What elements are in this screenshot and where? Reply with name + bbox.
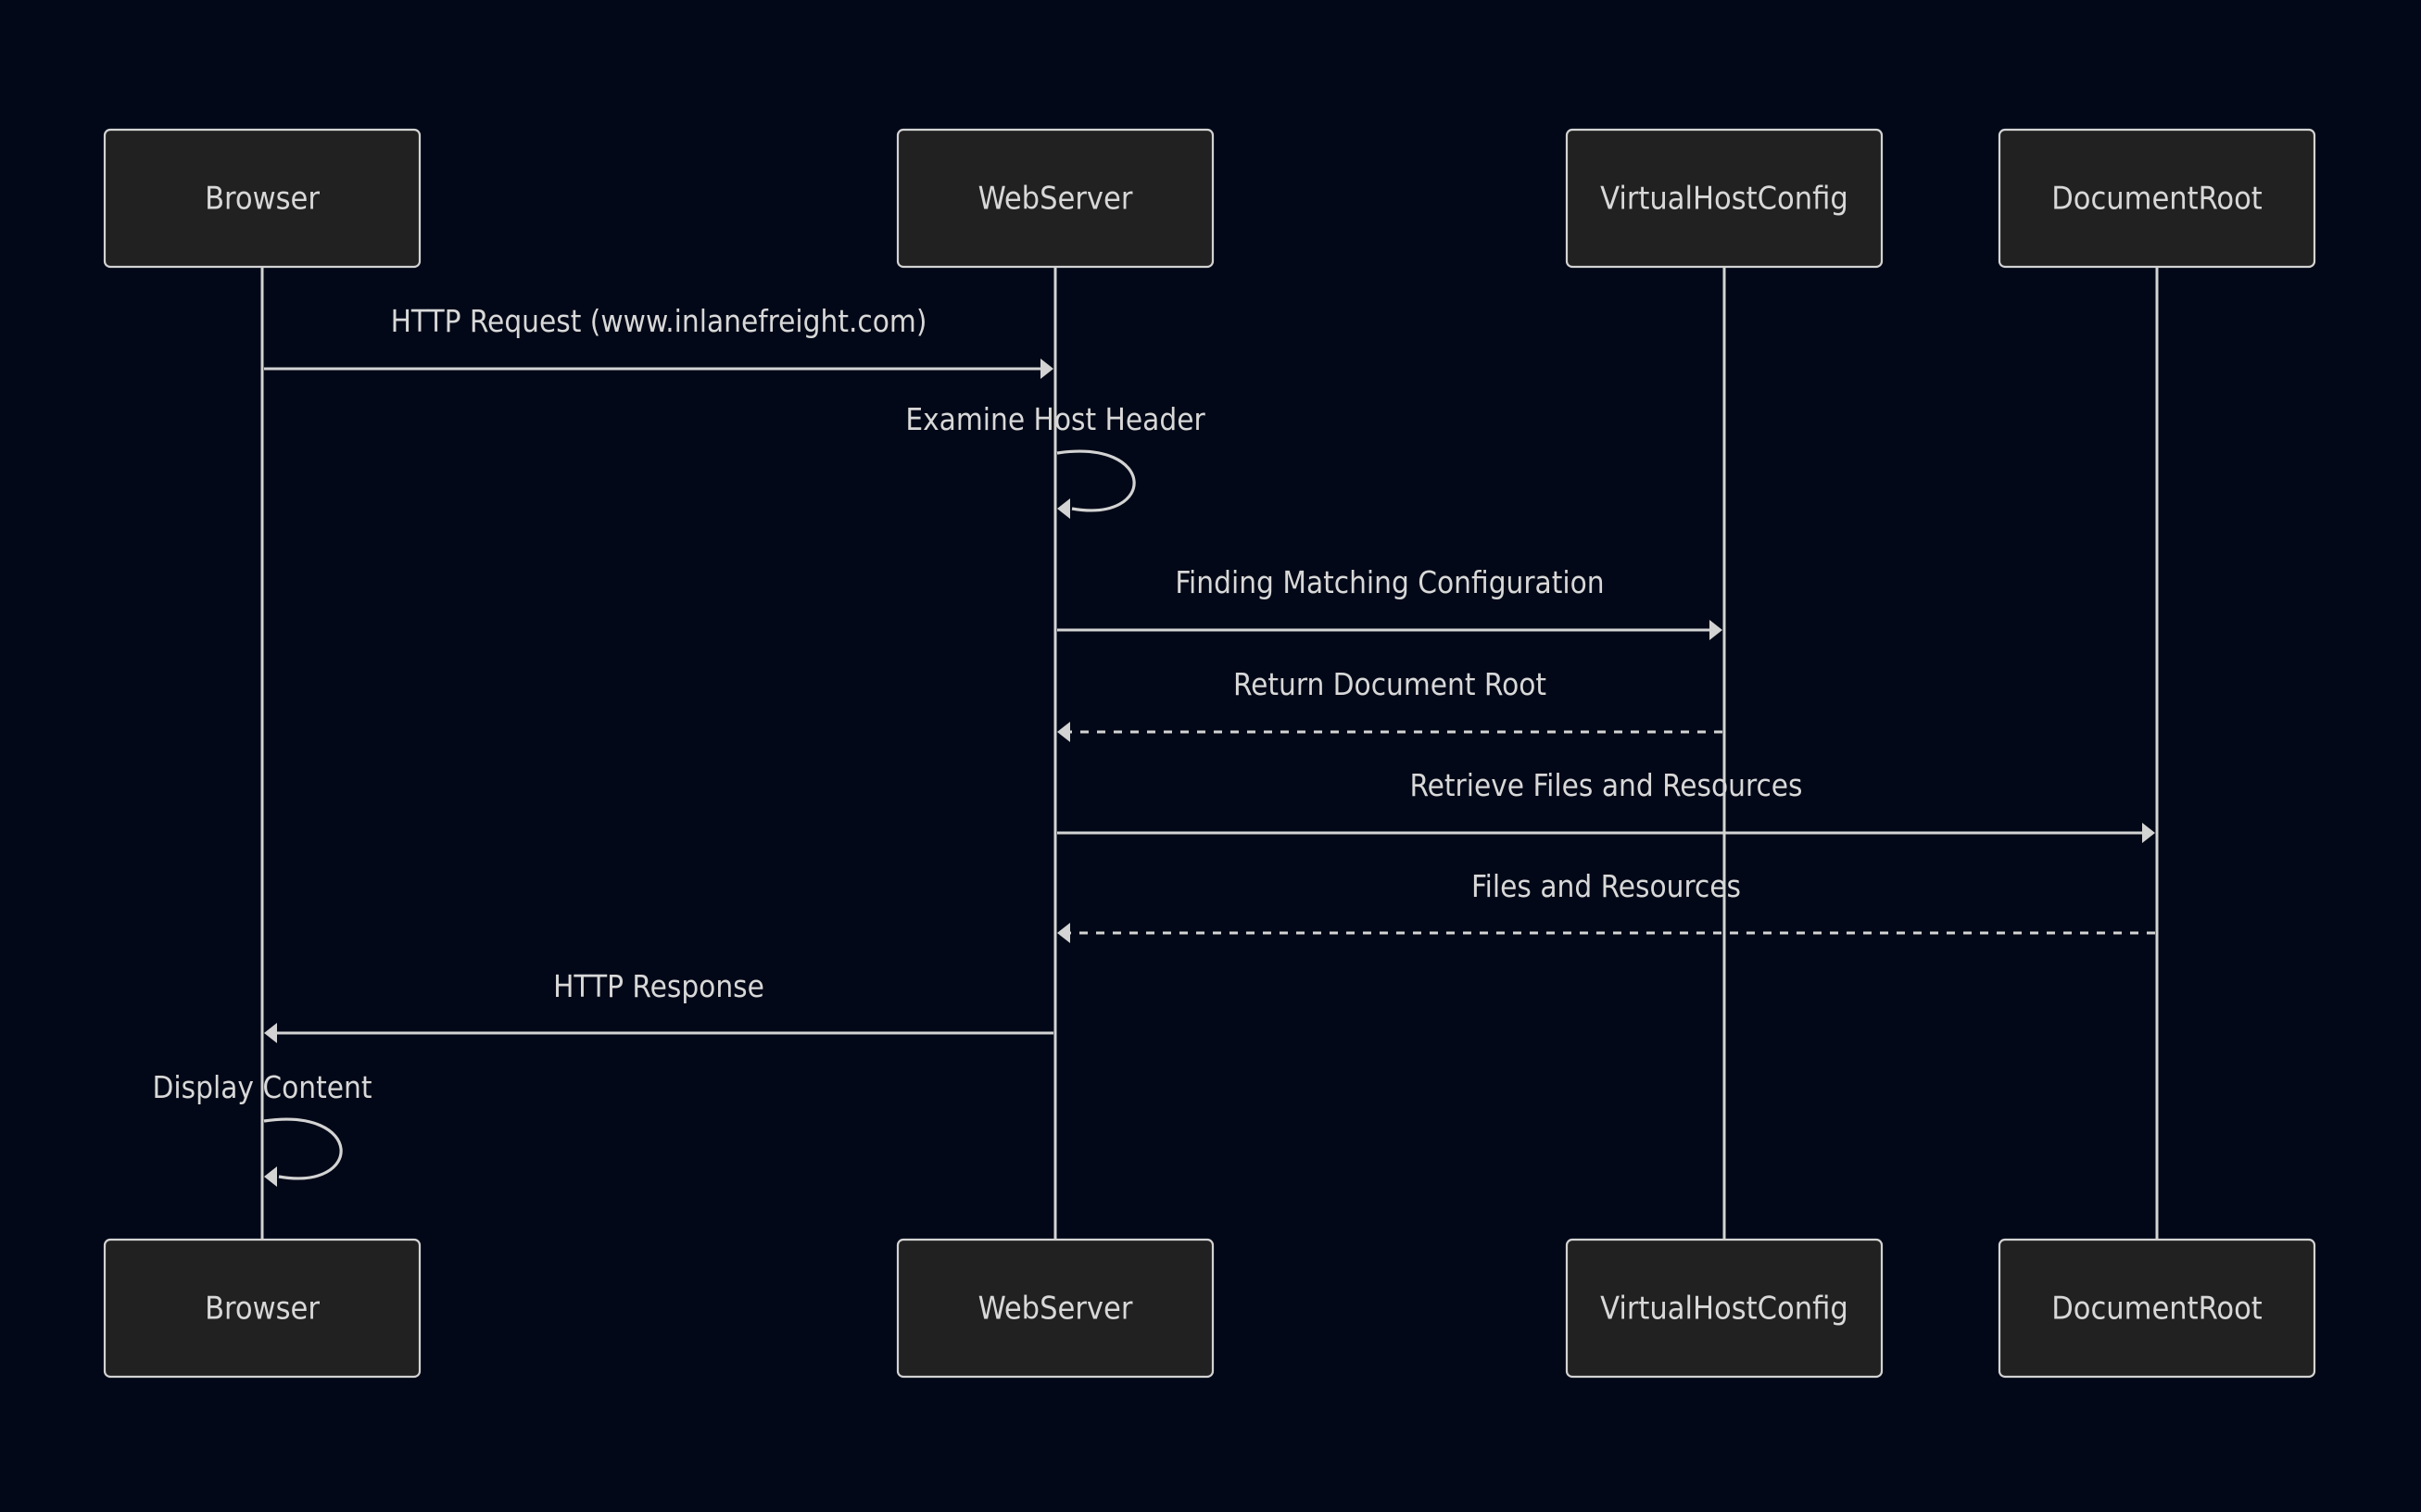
message-4[interactable]: Retrieve Files and Resources xyxy=(1057,767,2155,843)
participant-top-label-vhostconfig: VirtualHostConfig xyxy=(1600,181,1848,218)
message-7[interactable]: Display Content xyxy=(153,1069,372,1187)
participant-top-box-browser[interactable] xyxy=(103,128,422,269)
participant-bottom-box-vhostconfig[interactable] xyxy=(1565,1238,1884,1379)
message-label: HTTP Response xyxy=(553,968,764,1004)
participant-top-label-browser: Browser xyxy=(205,181,320,218)
participant-bottom-label-browser: Browser xyxy=(205,1291,320,1328)
participant-top-label-docroot: DocumentRoot xyxy=(2051,181,2263,218)
message-1[interactable]: Examine Host Header xyxy=(905,401,1205,519)
message-label: Finding Matching Configuration xyxy=(1175,564,1604,600)
messages-group: HTTP Request (www.inlanefreight.com) Exam… xyxy=(153,303,2155,1187)
arrowhead-left xyxy=(1057,722,1070,742)
participant-top-box-vhostconfig[interactable] xyxy=(1565,128,1884,269)
arrowhead-right xyxy=(2142,823,2155,843)
message-label: HTTP Request (www.inlanefreight.com) xyxy=(391,303,927,339)
arrowhead-left xyxy=(1057,498,1070,519)
participant-top-box-webserver[interactable] xyxy=(896,128,1215,269)
message-label: Retrieve Files and Resources xyxy=(1409,767,1802,803)
participant-top-label-webserver: WebServer xyxy=(978,181,1133,218)
participant-boxes-bottom: Browser WebServer VirtualHostConfig Documen… xyxy=(103,1238,2316,1379)
self-loop-arc xyxy=(1056,449,1136,512)
participant-bottom-box-docroot[interactable] xyxy=(1998,1238,2316,1379)
arrowhead-right xyxy=(1709,620,1722,640)
message-3[interactable]: Return Document Root xyxy=(1057,666,1722,742)
participant-bottom-box-webserver[interactable] xyxy=(896,1238,1215,1379)
participant-bottom-box-browser[interactable] xyxy=(103,1238,422,1379)
message-5[interactable]: Files and Resources xyxy=(1057,868,2155,943)
arrowhead-left xyxy=(264,1023,277,1043)
message-label: Return Document Root xyxy=(1233,666,1546,702)
message-label: Display Content xyxy=(153,1069,372,1105)
lifelines-group xyxy=(260,267,2159,1240)
arrowhead-left xyxy=(264,1166,277,1187)
arrowhead-right xyxy=(1040,359,1053,379)
self-loop-arc xyxy=(263,1117,343,1180)
message-6[interactable]: HTTP Response xyxy=(264,968,1053,1043)
message-label: Examine Host Header xyxy=(905,401,1205,437)
message-label: Files and Resources xyxy=(1471,868,1741,904)
message-2[interactable]: Finding Matching Configuration xyxy=(1057,564,1722,640)
arrowhead-left xyxy=(1057,923,1070,943)
participant-bottom-label-vhostconfig: VirtualHostConfig xyxy=(1600,1291,1848,1328)
message-0[interactable]: HTTP Request (www.inlanefreight.com) xyxy=(264,303,1053,379)
participant-bottom-label-docroot: DocumentRoot xyxy=(2051,1291,2263,1328)
participant-boxes-top: Browser WebServer VirtualHostConfig Documen… xyxy=(103,128,2316,269)
participant-top-box-docroot[interactable] xyxy=(1998,128,2316,269)
participant-bottom-label-webserver: WebServer xyxy=(978,1291,1133,1328)
